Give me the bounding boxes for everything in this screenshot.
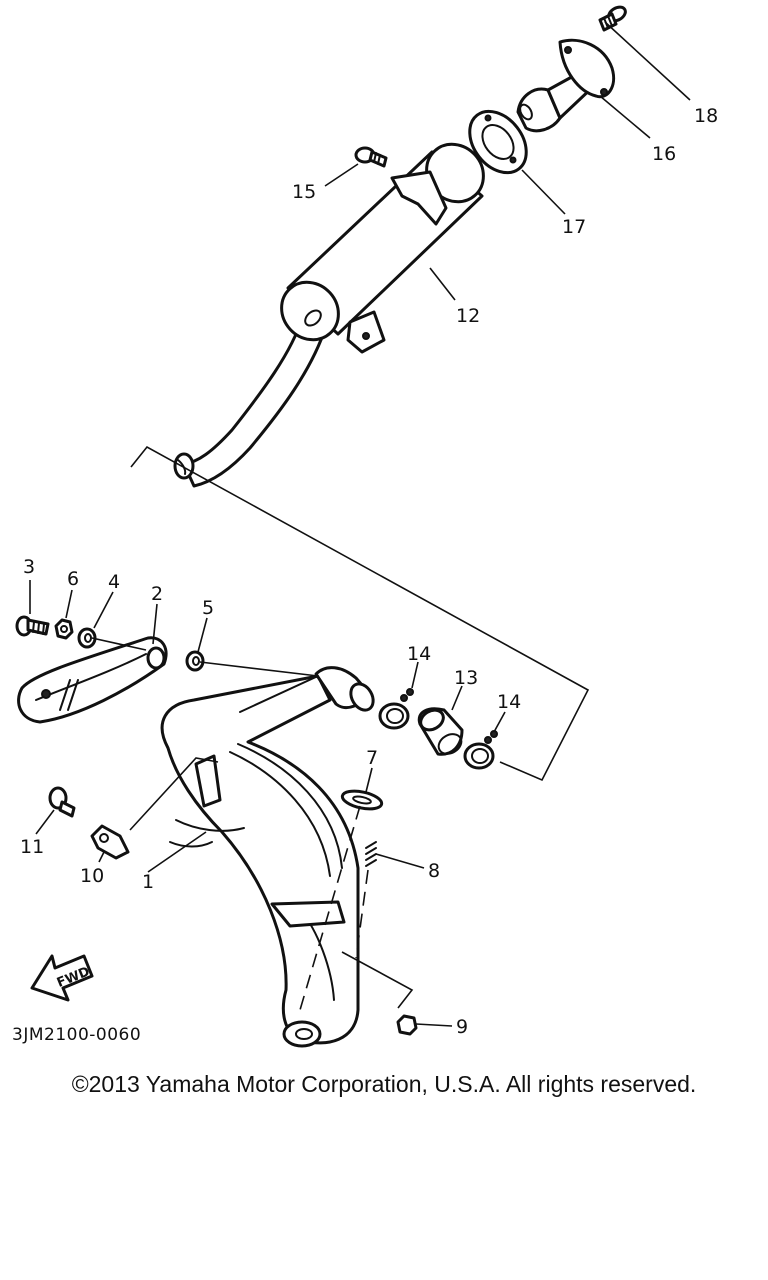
nut-6 (54, 618, 74, 640)
callout-1: 1 (142, 871, 154, 893)
joint-pipe-13 (417, 707, 464, 756)
callout-13: 13 (454, 667, 478, 689)
callout-14-left: 14 (407, 643, 431, 665)
drawing-code: 3JM2100-0060 (12, 1025, 141, 1045)
fwd-arrow-icon: FWD (30, 954, 94, 1002)
bolt-11 (48, 786, 76, 818)
callout-16: 16 (652, 143, 676, 165)
bolt-15 (354, 146, 388, 168)
callout-labels: 1 2 3 4 5 6 7 8 9 10 11 12 13 14 14 15 1… (20, 105, 718, 1038)
callout-14-right: 14 (497, 691, 521, 713)
spring-8 (365, 841, 377, 867)
washer-5 (185, 650, 205, 672)
assembly-lines (91, 445, 590, 1011)
callout-8: 8 (428, 860, 440, 882)
callout-leaders (29, 21, 691, 1027)
bracket-2 (17, 636, 168, 724)
silencer (280, 142, 485, 354)
exhaust-inlet-pipe (239, 666, 375, 713)
callout-10: 10 (80, 865, 104, 887)
callout-15: 15 (292, 181, 316, 203)
callout-11: 11 (20, 836, 44, 858)
callout-5: 5 (202, 597, 214, 619)
callout-4: 4 (108, 571, 120, 593)
callout-17: 17 (562, 216, 586, 238)
exhaust-parts-diagram: 1 2 3 4 5 6 7 8 9 10 11 12 13 14 14 15 1… (12, 5, 718, 1048)
spark-arrester-16 (516, 38, 615, 133)
callout-3: 3 (23, 556, 35, 578)
nut-9 (396, 1014, 418, 1036)
callout-7: 7 (366, 747, 378, 769)
callout-9: 9 (456, 1016, 468, 1038)
copyright-notice: ©2013 Yamaha Motor Corporation, U.S.A. A… (71, 1071, 697, 1097)
stay-10 (90, 824, 130, 860)
exhaust-chamber (160, 674, 360, 1048)
callout-18: 18 (694, 105, 718, 127)
callout-6: 6 (67, 568, 79, 590)
callout-12: 12 (456, 305, 480, 327)
bolt-3 (15, 615, 50, 637)
bolt-18 (598, 5, 627, 32)
clamp-14-right (463, 730, 498, 770)
damper-7 (340, 789, 384, 811)
clamp-14-left (378, 688, 414, 730)
callout-2: 2 (151, 583, 163, 605)
silencer-pipe (173, 316, 328, 488)
gasket-17 (468, 109, 528, 175)
